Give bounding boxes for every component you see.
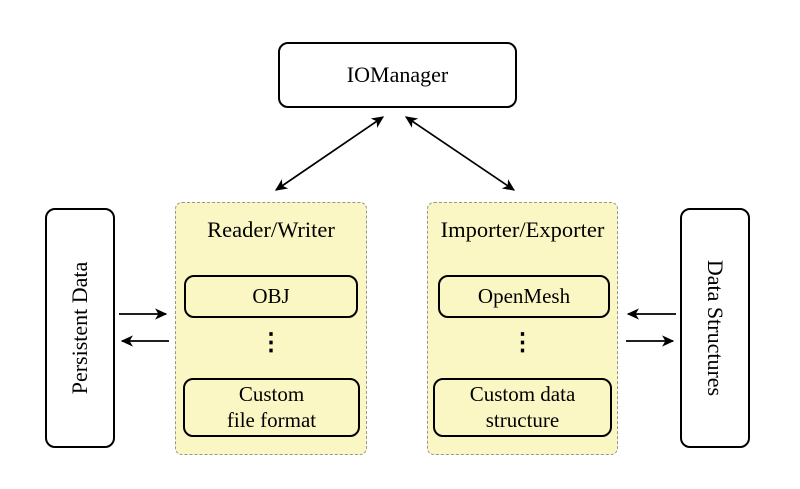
arrow-iomanager-readerwriter [274,116,385,191]
importer-exporter-title: Importer/Exporter [440,217,605,242]
custom-data-structure-node: Custom data structure [433,378,612,437]
importer-exporter-ellipsis: ⋮ [510,330,535,356]
iomanager-label: IOManager [346,62,449,87]
reader-writer-title: Reader/Writer [207,217,335,242]
data-structures-label: Data Structures [703,259,728,397]
custom-file-format-node: Custom file format [183,378,360,437]
persistent-data-label: Persistent Data [67,261,92,395]
data-structures-node: Data Structures [680,208,750,448]
reader-writer-panel: Reader/Writer OBJ ⋮ Custom file format [175,202,367,455]
importer-exporter-panel: Importer/Exporter OpenMesh ⋮ Custom data… [427,202,618,455]
openmesh-node: OpenMesh [438,275,610,318]
persistent-data-node: Persistent Data [45,208,115,448]
obj-node: OBJ [184,275,358,318]
reader-writer-ellipsis: ⋮ [259,330,283,356]
iomanager-node: IOManager [278,42,517,108]
arrow-iomanager-importerexporter [404,116,516,191]
